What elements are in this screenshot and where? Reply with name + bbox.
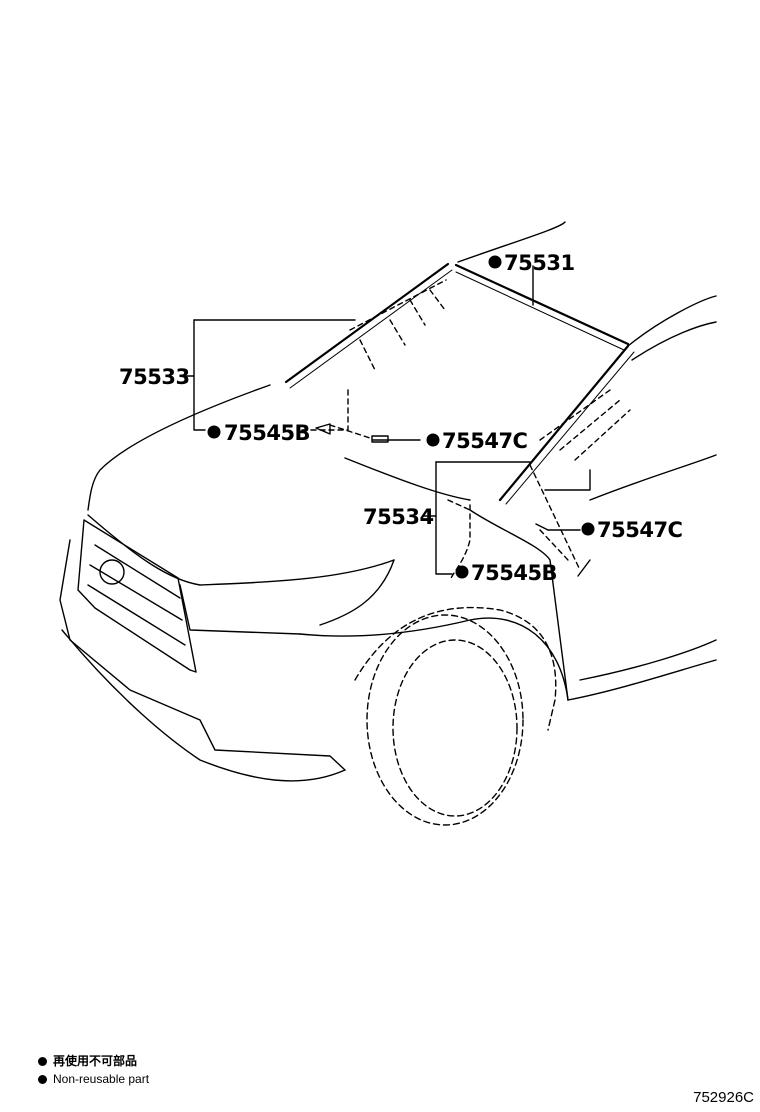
bullet-icon bbox=[38, 1074, 47, 1084]
legend-japanese: 再使用不可部品 bbox=[53, 1054, 138, 1068]
left-a-pillar-molding bbox=[284, 262, 450, 384]
emblem bbox=[99, 559, 125, 585]
drawing-code: 752926C bbox=[693, 1089, 754, 1106]
legend: 再使用不可部品 Non-reusable part bbox=[38, 1052, 149, 1088]
legend-english: Non-reusable part bbox=[53, 1072, 150, 1086]
bullet-icon bbox=[38, 1056, 47, 1066]
callout-75547C-right: 75547C bbox=[597, 518, 683, 542]
hood-outline bbox=[87, 384, 271, 511]
callout-75547C-left: 75547C bbox=[442, 429, 528, 453]
roof-outline bbox=[457, 221, 566, 263]
non-reusable-dot bbox=[207, 425, 221, 439]
non-reusable-dot bbox=[455, 565, 469, 579]
non-reusable-dot bbox=[581, 522, 595, 536]
callout-75534: 75534 bbox=[363, 505, 434, 529]
callout-75545B-left: 75545B bbox=[224, 421, 310, 445]
non-reusable-dot bbox=[426, 433, 440, 447]
fender-line bbox=[469, 509, 569, 701]
non-reusable-dot bbox=[488, 255, 502, 269]
grille-outline bbox=[77, 519, 197, 673]
front-wheel bbox=[366, 614, 524, 826]
callout-75545B-right: 75545B bbox=[471, 561, 557, 585]
windshield-header-molding bbox=[454, 263, 630, 346]
clip-right bbox=[577, 559, 591, 577]
clip-left bbox=[315, 423, 331, 435]
callout-75533: 75533 bbox=[119, 365, 190, 389]
front-bumper bbox=[59, 539, 346, 771]
callout-75531: 75531 bbox=[504, 251, 575, 275]
